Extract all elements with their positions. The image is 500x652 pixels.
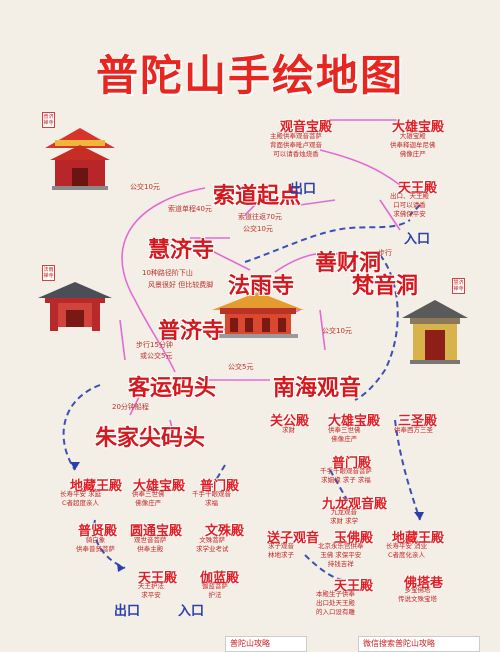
note-gongjiao-5b: 公交5元 xyxy=(228,363,254,371)
hall-fo-ta-note: 多宝佛塔传说文殊宝塔 xyxy=(398,586,437,603)
place-fayu-si: 法雨寺 xyxy=(228,274,295,299)
note-buxing: 步行 xyxy=(378,249,392,257)
hall-yuantong-baodian: 圆通宝殿 xyxy=(130,524,183,539)
bottom-bar-right: 微信搜索普陀山攻略 xyxy=(358,636,480,652)
place-zhujiajian-matou: 朱家尖码头 xyxy=(95,426,206,451)
tag-left-mid: 法雨禅寺 xyxy=(42,265,55,281)
hall-sansheng-note: 供奉西方三圣 xyxy=(394,426,433,434)
hall-pumen-dian: 普门殿 xyxy=(332,456,372,471)
entrance-bottom: 入口 xyxy=(178,604,205,619)
hall-tianwang-dian-top: 天王殿 xyxy=(398,181,438,196)
hall-guangong-note: 求财 xyxy=(282,426,295,434)
hall-jiulong-guanyin-dian: 九龙观音殿 xyxy=(322,497,388,512)
temple-icon-center xyxy=(212,292,304,338)
hall-dizang-wangdian-left: 地藏王殿 xyxy=(70,479,123,494)
hall-pumen-note: 千手千眼观音菩萨求姻缘 求子 求福 xyxy=(320,467,372,484)
place-fanyin-dong: 梵音洞 xyxy=(352,274,419,299)
hall-qielan-note: 伽蓝菩萨护法 xyxy=(202,582,228,599)
hall-yufo-dian: 玉佛殿 xyxy=(334,531,374,546)
bottom-bar-left-text: 普陀山攻略 xyxy=(230,639,270,648)
hall-wenshu-note: 文殊菩萨求学业考试 xyxy=(196,536,229,553)
note-gongjiao-5: 或公交5元 xyxy=(140,352,173,360)
hall-guanyin-baodian-note: 主殿供奉观音菩萨背面供奉毗卢观音可以请香烛烧香 xyxy=(270,132,322,158)
gate-icon-fayu xyxy=(38,282,112,331)
entrance-top: 入口 xyxy=(404,232,431,247)
hall-tianwang-bottom-note: 天王护法求平安 xyxy=(138,582,164,599)
hall-dizang-wangdian-right: 地藏王殿 xyxy=(392,531,445,546)
hall-daxiong-baodian-left: 大雄宝殿 xyxy=(133,479,186,494)
place-shancai-dong: 善财洞 xyxy=(315,251,382,276)
note-suodao-wang: 索道往返70元 xyxy=(238,213,282,221)
tag-right: 慧济禅寺 xyxy=(452,278,465,294)
hall-daxiong-left-note: 供奉三世佛佛像庄严 xyxy=(132,490,165,507)
hall-qielan-dian: 伽蓝殿 xyxy=(200,571,240,586)
hall-pumen-dian-left: 普门殿 xyxy=(200,479,240,494)
hall-daxiong-baodian-top: 大雄宝殿 xyxy=(392,120,445,135)
place-huiji-si: 慧济寺 xyxy=(148,238,215,263)
hall-yufo-note: 北京永乐宫供奉玉佛 求保平安持钱吉祥 xyxy=(318,542,364,568)
place-nanhai-guanyin: 南海观音 xyxy=(273,376,362,401)
hall-tianwang-top-note: 出口、天王殿口可以请香求佛保平安 xyxy=(390,192,429,218)
hall-yuantong-note: 观世音菩萨供奉主殿 xyxy=(134,536,167,553)
hall-tianwang-dian-bottom: 天王殿 xyxy=(138,571,178,586)
hall-guangong-dian: 关公殿 xyxy=(270,414,310,429)
tag-left-top: 普济禅寺 xyxy=(42,112,55,128)
hall-tianwang-dian-mid: 天王殿 xyxy=(334,579,374,594)
note-gongjiao-10: 公交10元 xyxy=(130,183,160,191)
hall-tianwang-mid-note: 本殿生子供奉出口处天王殿的入口设有雕 xyxy=(316,590,355,616)
place-keyun-matou: 客运码头 xyxy=(128,376,217,401)
exit-bottom: 出口 xyxy=(114,604,141,619)
bottom-bar-right-text: 微信搜索普陀山攻略 xyxy=(363,639,435,648)
note-gongjiao-10c: 公交10元 xyxy=(322,327,352,335)
temple-icon-huiji xyxy=(402,300,468,364)
hall-puxian-note: 骑白象供奉普贤菩萨 xyxy=(76,536,115,553)
note-fengjing: 风景很好 但比较费脚 xyxy=(148,281,214,289)
temple-icon-puji xyxy=(45,128,115,190)
hall-fo-ta: 佛塔巷 xyxy=(404,576,444,591)
hall-jiulong-note: 九龙观音求财 求学 xyxy=(330,508,359,525)
pink-routes xyxy=(119,119,401,441)
hall-guanyin-baodian: 观音宝殿 xyxy=(280,120,333,135)
hall-wenshu-dian: 文殊殿 xyxy=(205,524,245,539)
map-title: 普陀山手绘地图 xyxy=(95,51,404,100)
hall-songzi-guanyin: 送子观音 xyxy=(267,531,320,546)
place-suodao-qidian: 索道起点 xyxy=(213,184,302,209)
hall-puxian-dian: 普贤殿 xyxy=(78,524,118,539)
exit-top: 出口 xyxy=(290,182,317,197)
note-chuan-20: 20分钟船程 xyxy=(112,403,149,411)
note-buxing-15: 步行15分钟 xyxy=(136,341,173,349)
place-puji-si: 普济寺 xyxy=(158,319,225,344)
hall-daxiong-top-note: 大雄宝殿供奉释迦牟尼佛佛像庄严 xyxy=(390,132,436,158)
hall-daxiong-baodian-mid: 大雄宝殿 xyxy=(328,414,381,429)
route-arrows xyxy=(70,462,424,572)
hall-daxiong-mid-note: 供奉三世佛佛像庄严 xyxy=(328,426,361,443)
hall-sansheng-dian: 三圣殿 xyxy=(398,414,438,429)
note-suodao-dan: 索道单程40元 xyxy=(168,205,212,213)
hall-songzi-note: 求子观音林地求子 xyxy=(268,542,294,559)
note-gongjiao-10b: 公交10元 xyxy=(243,225,273,233)
hall-pumen-left-note: 千手千眼观音求福 xyxy=(192,490,231,507)
bottom-bar-left: 普陀山攻略 xyxy=(225,636,307,652)
note-buxing-path: 10种路径阶下山 xyxy=(142,269,193,277)
